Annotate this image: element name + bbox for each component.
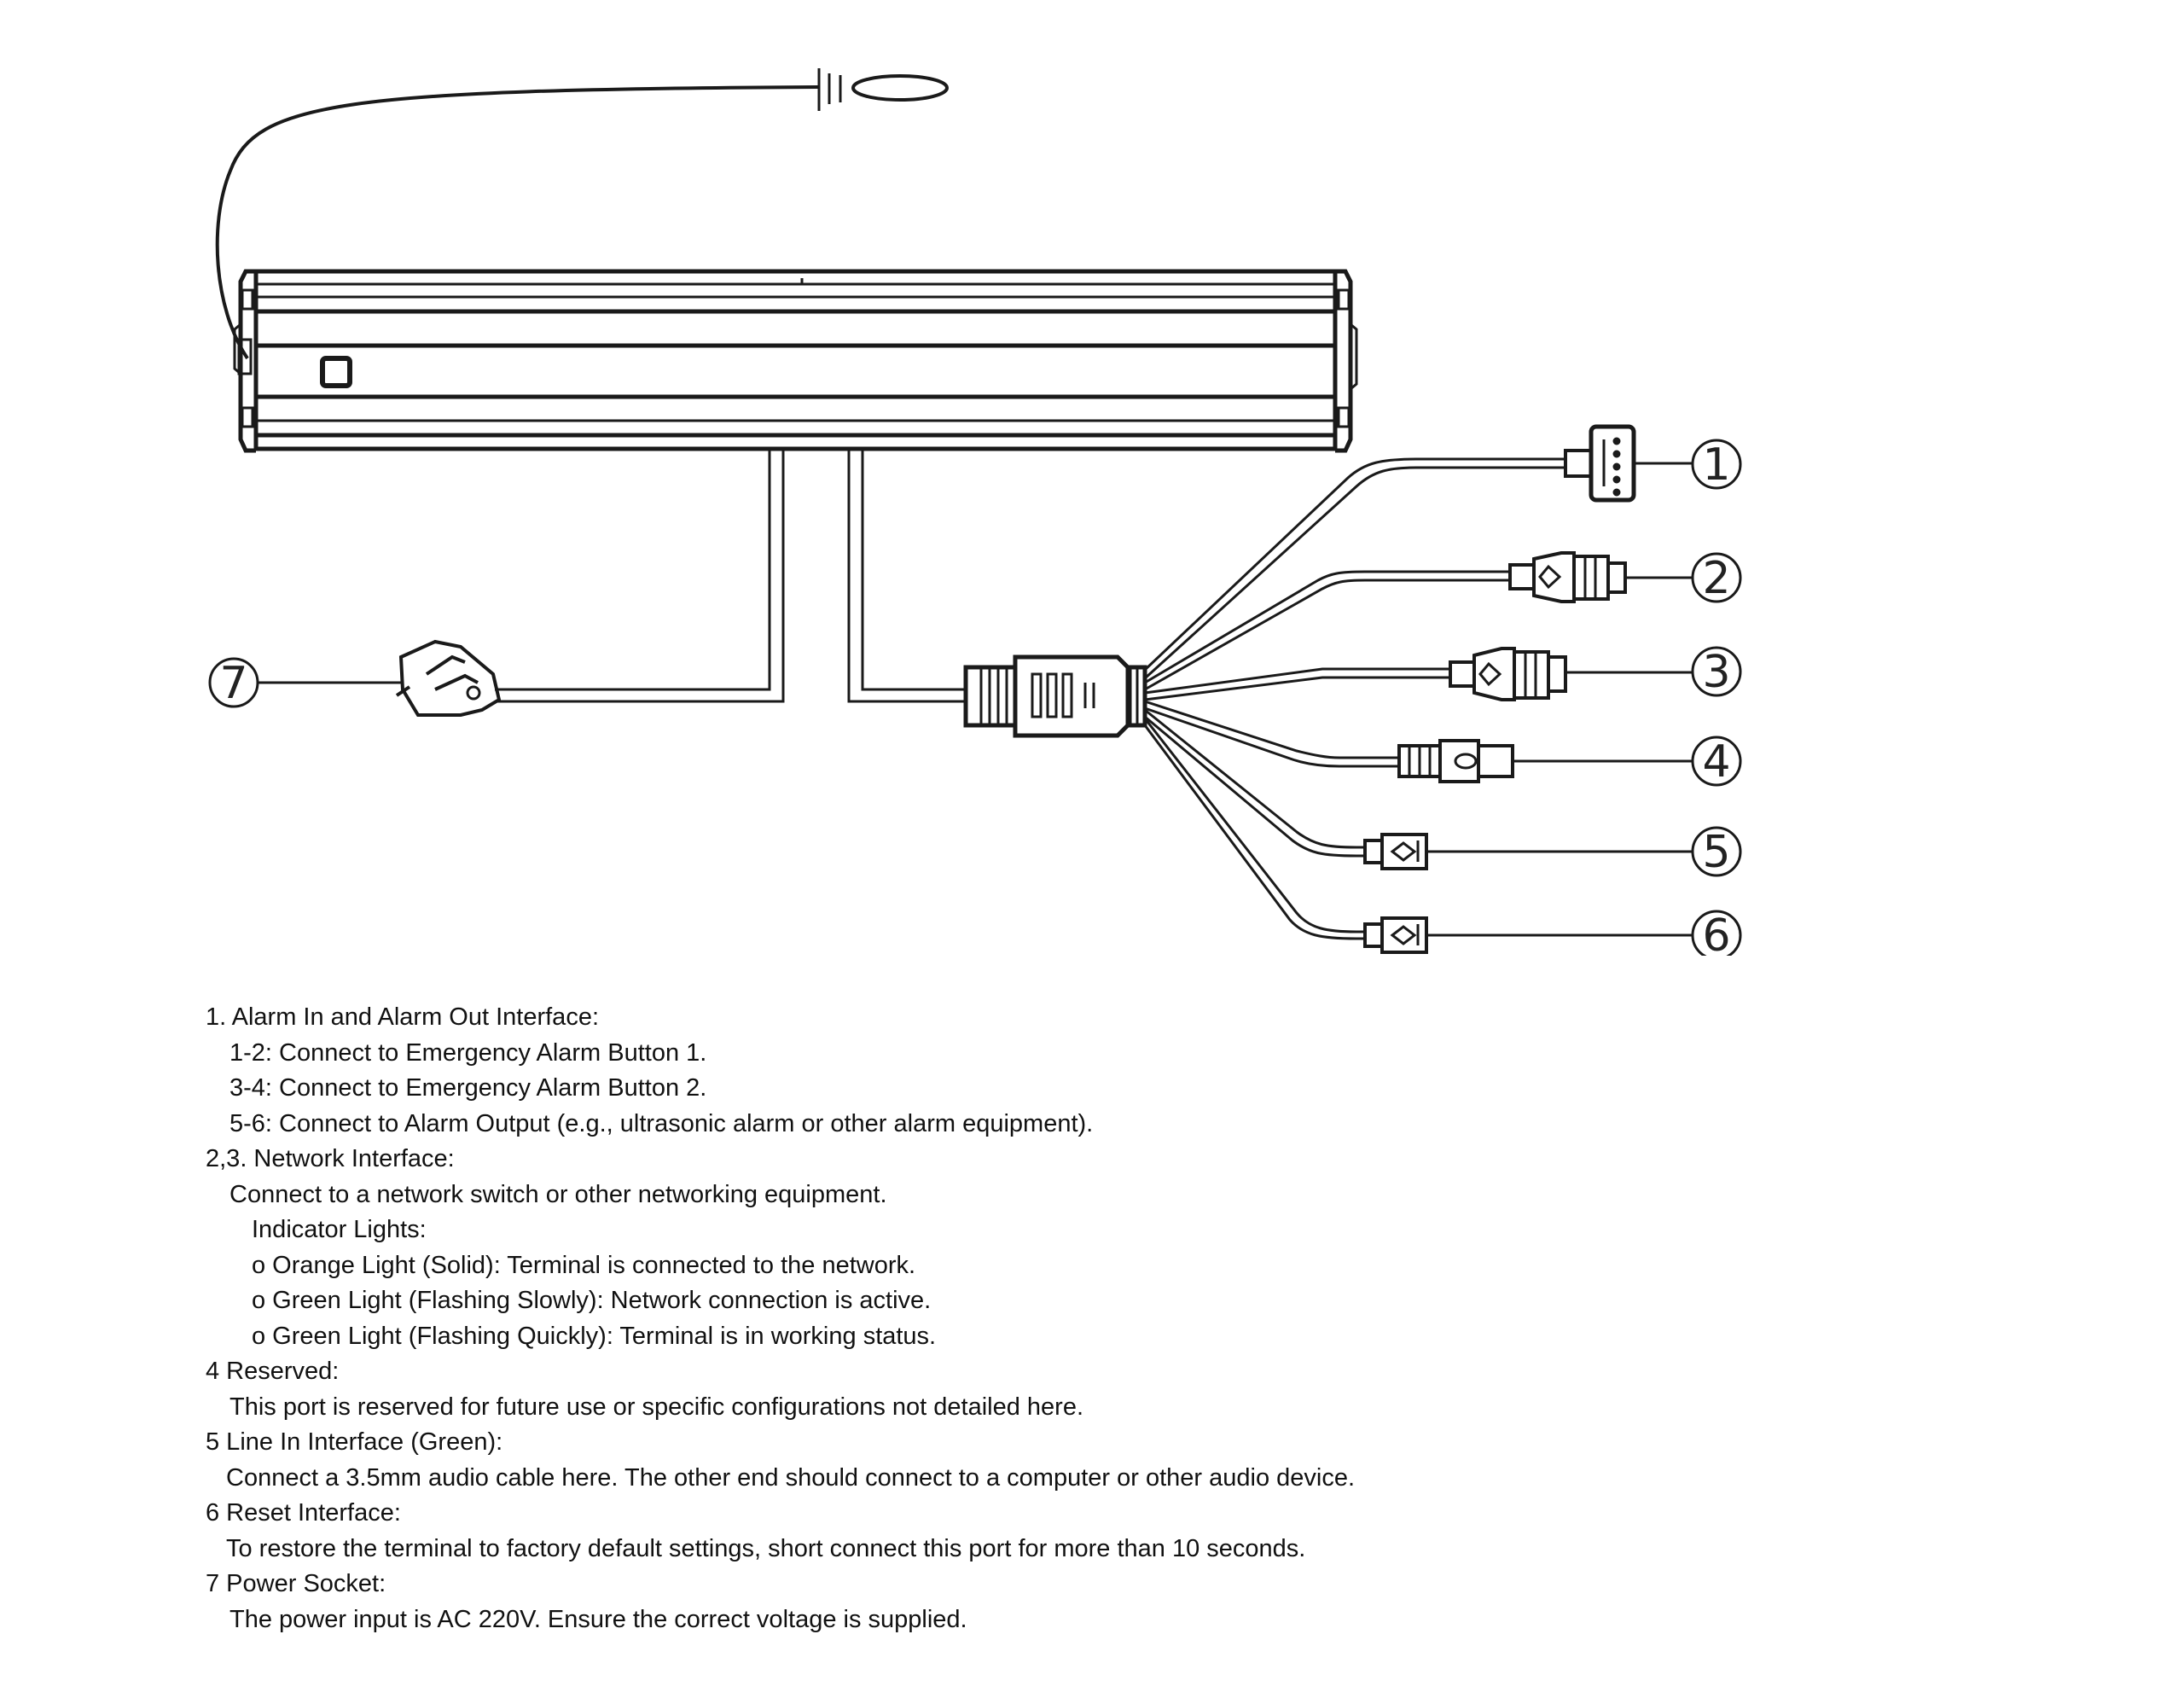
svg-text:1: 1 [1702,439,1730,491]
note-indicator-green-slow: o Green Light (Flashing Slowly): Network… [252,1287,932,1314]
note-line-in-desc: Connect a 3.5mm audio cable here. The ot… [226,1463,1356,1492]
svg-text:7: 7 [219,658,247,709]
note-indicator-heading: Indicator Lights: [252,1216,427,1243]
connector-network-2 [1449,647,1693,701]
note-alarm-3-4: 3-4: Connect to Emergency Alarm Button 2… [229,1074,707,1102]
cable-fanout [1143,457,1565,940]
connector-reset [1363,916,1693,954]
connector-line-in [1363,833,1693,870]
callout-2: 2 [1691,552,1742,604]
note-heading-reserved: 4 Reserved: [206,1358,340,1385]
note-reset-desc: To restore the terminal to factory defau… [226,1534,1306,1562]
callout-4: 4 [1691,736,1742,788]
svg-text:5: 5 [1702,827,1730,878]
note-heading-line-in: 5 Line In Interface (Green): [206,1428,503,1456]
note-heading-network: 2,3. Network Interface: [206,1145,455,1172]
power-plug [395,639,502,717]
note-alarm-5-6: 5-6: Connect to Alarm Output (e.g., ultr… [229,1109,1094,1137]
note-reserved-desc: This port is reserved for future use or … [229,1393,1084,1421]
wiring-diagram: 1 2 3 4 5 6 7 [208,68,1742,956]
device-cables [495,451,964,703]
device-body [233,269,1358,453]
connector-alarm-terminal [1564,424,1693,503]
note-heading-power: 7 Power Socket: [206,1570,386,1597]
note-heading-alarm: 1. Alarm In and Alarm Out Interface: [206,1003,599,1031]
callout-3: 3 [1691,646,1742,698]
note-power-desc: The power input is AC 220V. Ensure the c… [229,1605,967,1633]
connector-reserved-dc [1397,739,1693,783]
svg-text:2: 2 [1702,553,1730,604]
note-indicator-green-fast: o Green Light (Flashing Quickly): Termin… [252,1322,937,1350]
callout-1: 1 [1691,439,1742,491]
note-network-connect: Connect to a network switch or other net… [229,1180,887,1208]
connector-network-1 [1508,551,1693,603]
svg-text:3: 3 [1702,647,1730,698]
callout-6: 6 [1691,910,1742,956]
svg-text:6: 6 [1702,910,1730,956]
note-heading-reset: 6 Reset Interface: [206,1499,401,1527]
callout-5: 5 [1691,826,1742,878]
note-indicator-orange: o Orange Light (Solid): Terminal is conn… [252,1251,916,1279]
callout-7: 7 [208,657,259,709]
note-alarm-1-2: 1-2: Connect to Emergency Alarm Button 1… [229,1038,707,1067]
hanging-lanyard [215,68,949,360]
interface-notes: 1. Alarm In and Alarm Out Interface: 1-2… [206,1000,1997,1637]
svg-text:4: 4 [1702,736,1730,788]
junction-connector [963,654,1147,738]
